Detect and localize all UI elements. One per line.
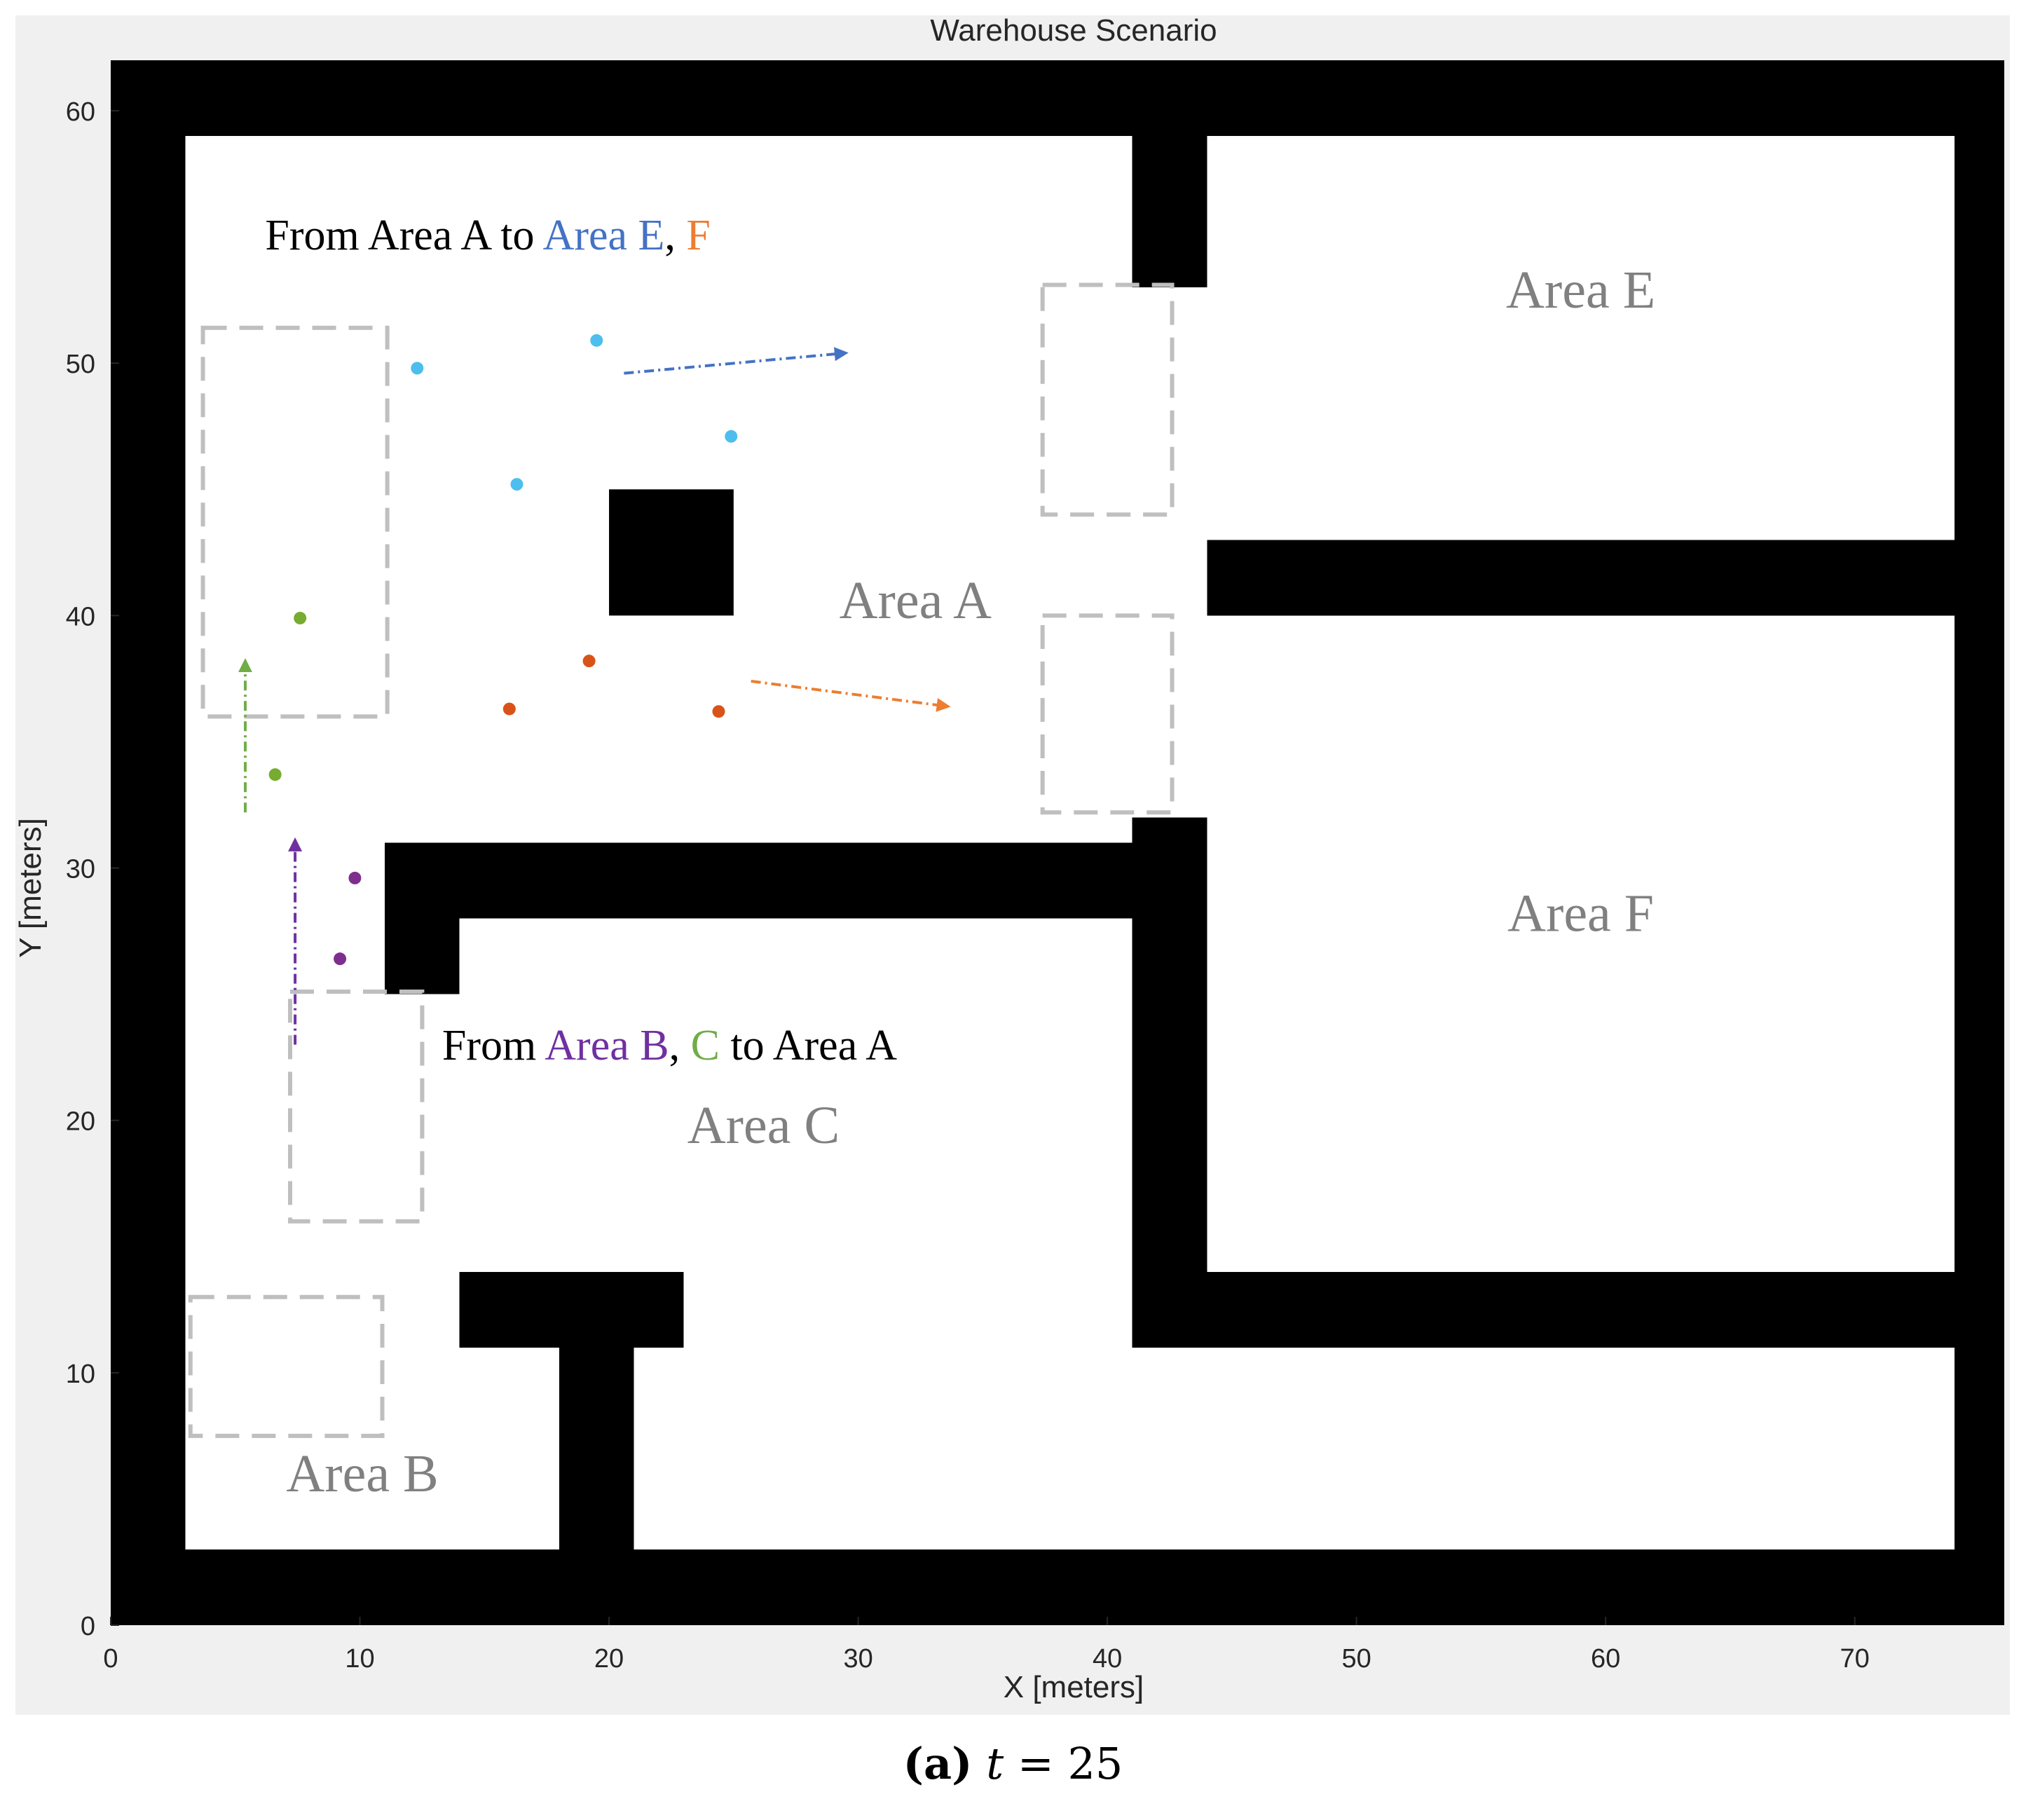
y-tick-label-40: 40 bbox=[66, 602, 95, 631]
annotation-1-segment-0: From bbox=[442, 1022, 545, 1069]
caption-variable: t bbox=[986, 1738, 1004, 1789]
dashed-zone-0 bbox=[200, 325, 390, 719]
dashed-zone-2 bbox=[1040, 613, 1175, 815]
y-tick-label-10: 10 bbox=[66, 1360, 95, 1389]
agent-point-3-0 bbox=[348, 871, 362, 884]
free-space-2 bbox=[385, 136, 1132, 843]
annotation-1-segment-4: to Area A bbox=[720, 1022, 897, 1069]
direction-arrow-1 bbox=[751, 680, 951, 712]
annotation-0-segment-3: F bbox=[686, 212, 710, 259]
annotation-0-segment-0: From Area A to bbox=[265, 212, 542, 259]
y-tick-label-20: 20 bbox=[66, 1107, 95, 1137]
figure-panel: Warehouse Scenario 0 10 20 30 40 50 60 70 0 10 20 3… bbox=[15, 15, 2010, 1715]
annotation-0-segment-1: Area E bbox=[543, 212, 665, 259]
chart-title: Warehouse Scenario bbox=[930, 15, 1217, 48]
warehouse-plot: Warehouse Scenario 0 10 20 30 40 50 60 70 0 10 20 3… bbox=[15, 15, 2004, 1704]
annotation-0: From Area A to Area E, F bbox=[265, 212, 710, 259]
agent-point-1-0 bbox=[502, 702, 516, 716]
agent-point-1-1 bbox=[582, 655, 596, 668]
agent-point-0-1 bbox=[590, 334, 603, 347]
obstacle-0 bbox=[609, 489, 734, 616]
figure-caption: (a) t = 25 bbox=[0, 1738, 2026, 1789]
annotation-0-segment-2: , bbox=[664, 212, 686, 259]
annotation-1-segment-1: Area B bbox=[545, 1022, 669, 1069]
free-space-3 bbox=[1132, 287, 1207, 818]
x-axis-label: X [meters] bbox=[1004, 1670, 1144, 1704]
y-tick-label-60: 60 bbox=[66, 97, 95, 127]
free-space-0 bbox=[185, 1347, 559, 1549]
x-tick-label-0: 0 bbox=[103, 1644, 118, 1674]
free-space-7 bbox=[683, 1271, 1132, 1348]
x-tick-label-10: 10 bbox=[345, 1644, 374, 1674]
x-tick-label-40: 40 bbox=[1093, 1644, 1122, 1674]
caption-value: = 25 bbox=[1004, 1738, 1123, 1789]
agent-point-1-2 bbox=[712, 705, 725, 718]
dashed-zone-1 bbox=[1040, 282, 1175, 517]
annotation-1-segment-3: C bbox=[691, 1022, 720, 1069]
free-space-4 bbox=[1207, 136, 1955, 540]
free-space-1 bbox=[185, 136, 385, 1348]
area-label-area-f: Area F bbox=[1507, 884, 1654, 943]
free-space-8 bbox=[459, 918, 1132, 1272]
y-tick-label-30: 30 bbox=[66, 855, 95, 884]
free-space-5 bbox=[1207, 615, 1955, 1272]
y-axis-label: Y [meters] bbox=[15, 818, 48, 958]
annotation-1: From Area B, C to Area A bbox=[442, 1022, 897, 1069]
agent-point-0-2 bbox=[510, 478, 523, 491]
y-tick-label-50: 50 bbox=[66, 350, 95, 379]
x-tick-label-20: 20 bbox=[594, 1644, 624, 1674]
dashed-zone-4 bbox=[188, 1294, 385, 1438]
agent-point-2-1 bbox=[268, 768, 282, 781]
caption-label: (a) bbox=[903, 1738, 973, 1789]
agent-point-3-1 bbox=[334, 952, 347, 966]
area-label-area-e: Area E bbox=[1506, 261, 1655, 320]
annotation-1-segment-2: , bbox=[669, 1022, 691, 1069]
agent-point-0-0 bbox=[411, 362, 424, 375]
x-tick-label-60: 60 bbox=[1591, 1644, 1620, 1674]
area-label-area-c: Area C bbox=[687, 1096, 840, 1155]
agent-point-2-0 bbox=[294, 611, 307, 624]
area-label-area-a: Area A bbox=[840, 571, 992, 630]
free-space-6 bbox=[634, 1347, 1955, 1549]
y-tick-label-0: 0 bbox=[81, 1612, 95, 1641]
direction-arrow-0 bbox=[624, 347, 849, 375]
x-tick-label-30: 30 bbox=[843, 1644, 872, 1674]
x-tick-label-50: 50 bbox=[1341, 1644, 1371, 1674]
x-tick-label-70: 70 bbox=[1840, 1644, 1870, 1674]
agent-point-0-3 bbox=[725, 430, 738, 443]
area-label-area-b: Area B bbox=[286, 1444, 438, 1503]
